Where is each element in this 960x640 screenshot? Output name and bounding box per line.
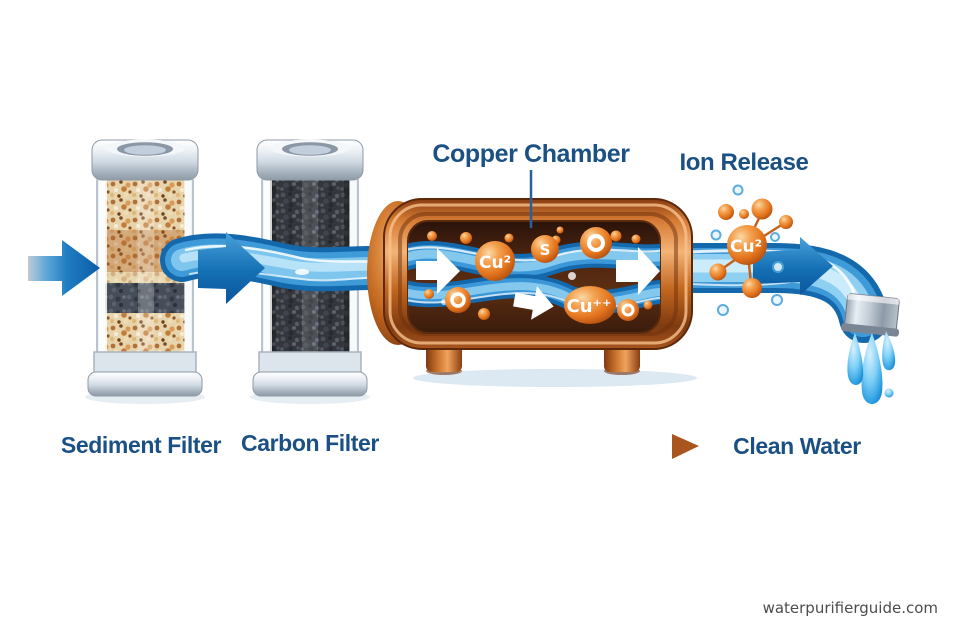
ion-release-label: Ion Release bbox=[680, 149, 809, 176]
cupp-ion-label: Cu⁺⁺ bbox=[566, 296, 611, 317]
s-ion-label: S bbox=[540, 241, 551, 259]
chamber-interior: Cu² S Cu⁺⁺ bbox=[408, 226, 660, 324]
chamber-flow-arrows bbox=[416, 247, 660, 320]
released-cu2-ion bbox=[727, 225, 767, 265]
cupp-ion bbox=[564, 286, 616, 324]
watermark: waterpurifierguide.com bbox=[763, 599, 938, 617]
copper-chamber-label: Copper Chamber bbox=[432, 140, 630, 168]
process-arrowhead-icon bbox=[672, 434, 699, 459]
flow-arrow-icon bbox=[198, 232, 265, 304]
water-drops bbox=[847, 331, 896, 404]
s-ion bbox=[531, 235, 559, 263]
release-arrow-icon bbox=[753, 237, 833, 295]
copper-chamber-vessel: Cu² S Cu⁺⁺ bbox=[367, 198, 693, 375]
process-arrow bbox=[410, 434, 699, 459]
ring-ion bbox=[445, 227, 639, 321]
cu2-ion-label: Cu² bbox=[479, 253, 511, 273]
released-ion-spheres bbox=[709, 198, 793, 298]
carbon-filter-label: Carbon Filter bbox=[241, 430, 379, 456]
released-cu2-label: Cu² bbox=[730, 237, 762, 257]
ion-release-cluster: Cu² bbox=[709, 184, 833, 316]
faucet-collar bbox=[841, 293, 900, 337]
clean-water-label: Clean Water bbox=[733, 433, 861, 459]
sediment-filter-label: Sediment Filter bbox=[61, 432, 222, 458]
copper-ion-dots bbox=[424, 226, 653, 320]
cu2-ion bbox=[475, 241, 515, 281]
bubbles bbox=[710, 184, 784, 316]
inlet-arrow-icon bbox=[28, 240, 100, 296]
